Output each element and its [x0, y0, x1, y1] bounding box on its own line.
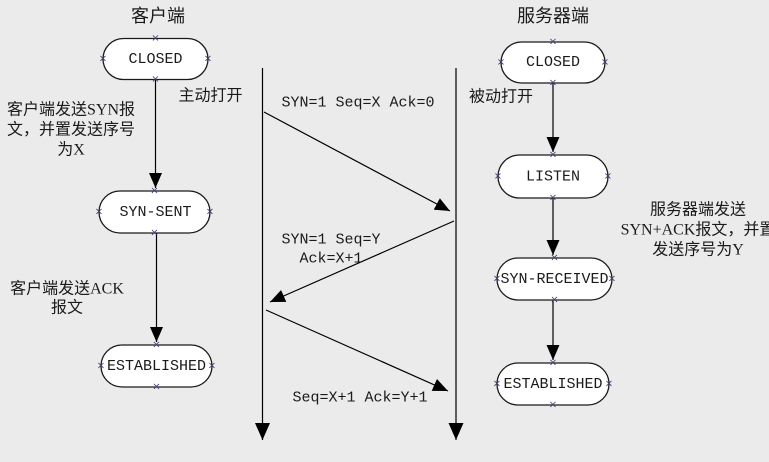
arrow-synack-message — [269, 220, 455, 303]
client-active-open-label: 主动打开 — [178, 87, 242, 105]
connection-point-icon: × — [97, 361, 105, 372]
state-label-server-established: ESTABLISHED — [503, 376, 602, 393]
connection-point-icon: × — [605, 379, 613, 390]
connection-point-icon: × — [493, 274, 501, 285]
connection-point-icon: × — [152, 382, 160, 393]
client-ack-note-line1: 客户端发送ACK — [10, 280, 124, 298]
msg-synack-label-line1: SYN=1 Seq=Y — [281, 232, 380, 249]
client-syn-note-line3: 为X — [57, 141, 85, 159]
connection-point-icon: × — [608, 274, 616, 285]
connection-point-icon: × — [150, 186, 158, 197]
server-note-line2: SYN+ACK报文，并置 — [621, 221, 769, 239]
connection-point-icon: × — [151, 74, 159, 85]
connection-point-icon: × — [150, 228, 158, 239]
connection-point-icon: × — [604, 171, 612, 182]
client-syn-note-line2: 文，并置发送序号 — [7, 121, 135, 139]
connection-point-icon: × — [550, 253, 558, 264]
connection-point-icon: × — [152, 340, 160, 351]
connection-point-icon: × — [95, 207, 103, 218]
client-state-machine: CLOSED SYN-SENT ESTABLISHED × × × × × × × × × × × × — [95, 33, 216, 393]
server-note-line3: 发送序号为Y — [652, 241, 744, 259]
connection-point-icon: × — [601, 57, 609, 68]
state-label-client-established: ESTABLISHED — [107, 358, 206, 375]
connection-point-icon: × — [494, 171, 502, 182]
state-shape-client-established — [100, 344, 213, 388]
state-shape-server-established — [496, 362, 610, 406]
connection-point-icon: × — [497, 57, 505, 68]
server-title: 服务器端 — [517, 6, 589, 26]
connection-point-icon: × — [99, 54, 107, 65]
state-label-client-closed: CLOSED — [128, 51, 182, 68]
state-label-server-closed: CLOSED — [526, 54, 580, 71]
connection-point-icon: × — [549, 150, 557, 161]
server-note-line1: 服务器端发送 — [650, 201, 746, 219]
connection-point-icon: × — [549, 193, 557, 204]
arrow-ack-message — [265, 309, 449, 392]
connection-point-icon: × — [151, 33, 159, 44]
connection-point-icon: × — [206, 207, 214, 218]
connection-point-icon: × — [549, 37, 557, 48]
connection-point-icon: × — [550, 295, 558, 306]
connection-point-icon: × — [493, 379, 501, 390]
connection-point-icon: × — [204, 54, 212, 65]
state-label-server-syn-received: SYN-RECEIVED — [500, 271, 608, 288]
state-label-client-syn-sent: SYN-SENT — [119, 204, 191, 221]
msg-synack-label-line2: Ack=X+1 — [299, 251, 362, 268]
connection-point-icon: × — [549, 78, 557, 89]
connection-point-icon: × — [549, 400, 557, 411]
client-ack-note-line2: 报文 — [51, 299, 83, 317]
state-shape-server-syn-received — [496, 257, 613, 301]
arrow-syn-message — [263, 111, 451, 212]
state-label-server-listen: LISTEN — [526, 169, 580, 186]
server-passive-open-label: 被动打开 — [469, 88, 533, 106]
state-shape-client-syn-sent — [98, 190, 211, 234]
connection-point-icon: × — [549, 358, 557, 369]
msg-ack-label: Seq=X+1 Ack=Y+1 — [292, 390, 427, 407]
client-syn-note-line1: 客户端发送SYN报 — [7, 101, 135, 119]
server-state-machine: CLOSED LISTEN SYN-RECEIVED ESTABLISHED ×… — [493, 37, 616, 411]
client-title: 客户端 — [131, 6, 185, 26]
msg-syn-label: SYN=1 Seq=X Ack=0 — [281, 95, 434, 112]
connection-point-icon: × — [208, 361, 216, 372]
